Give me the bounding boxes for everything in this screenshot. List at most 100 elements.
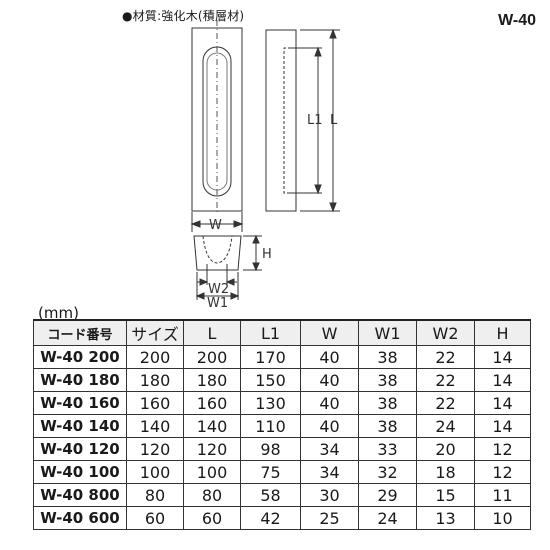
cell-code: W-40 160	[33, 391, 127, 415]
cell-W1: 38	[358, 414, 417, 438]
dimension-L1	[288, 46, 322, 195]
header-W: W	[300, 319, 359, 346]
cell-W1: 32	[358, 460, 417, 484]
header-L1: L1	[240, 319, 301, 346]
cell-H: 14	[474, 345, 531, 369]
cell-size: 60	[126, 506, 184, 530]
cell-W: 40	[300, 391, 359, 415]
cell-W: 30	[300, 483, 359, 507]
cell-L: 120	[183, 437, 241, 461]
dim-label-L: L	[330, 113, 338, 128]
cell-L1: 98	[240, 437, 301, 461]
cell-L1: 75	[240, 460, 301, 484]
dim-label-W1: W1	[207, 296, 229, 311]
cell-W: 34	[300, 460, 359, 484]
header-W2: W2	[416, 319, 475, 346]
cell-code: W-40 200	[33, 345, 127, 369]
cell-H: 12	[474, 460, 531, 484]
cell-size: 180	[126, 368, 184, 392]
cell-size: 80	[126, 483, 184, 507]
cell-L: 80	[183, 483, 241, 507]
dim-label-L1: L1	[307, 113, 323, 128]
cell-L1: 58	[240, 483, 301, 507]
header-L: L	[183, 319, 241, 346]
section-view	[193, 235, 242, 271]
cell-W2: 15	[416, 483, 475, 507]
front-view	[191, 20, 243, 215]
material-label: ●材質:強化木(積層材)	[122, 9, 245, 23]
dim-label-H: H	[262, 247, 272, 262]
cell-H: 10	[474, 506, 531, 530]
cell-L1: 42	[240, 506, 301, 530]
cell-W: 40	[300, 368, 359, 392]
cell-code: W-40 800	[33, 483, 127, 507]
cell-W: 25	[300, 506, 359, 530]
cell-H: 12	[474, 437, 531, 461]
header-code: コード番号	[33, 319, 127, 346]
cell-W2: 22	[416, 345, 475, 369]
cell-L: 100	[183, 460, 241, 484]
cell-L1: 170	[240, 345, 301, 369]
cell-W1: 24	[358, 506, 417, 530]
cell-W: 40	[300, 414, 359, 438]
cell-W1: 38	[358, 368, 417, 392]
cell-L: 140	[183, 414, 241, 438]
cell-size: 120	[126, 437, 184, 461]
model-title: W-40	[498, 12, 536, 29]
cell-W1: 29	[358, 483, 417, 507]
cell-H: 14	[474, 368, 531, 392]
table-header-row: コード番号 サイズ L L1 W W1 W2 H	[33, 319, 531, 346]
cell-W: 34	[300, 437, 359, 461]
cell-W2: 22	[416, 391, 475, 415]
cell-W2: 13	[416, 506, 475, 530]
cell-L: 160	[183, 391, 241, 415]
cell-L1: 110	[240, 414, 301, 438]
dim-label-W2: W2	[208, 282, 229, 297]
cell-size: 100	[126, 460, 184, 484]
unit-label: (mm)	[38, 304, 79, 322]
dim-label-W: W	[209, 218, 222, 233]
cell-H: 14	[474, 391, 531, 415]
cell-W2: 22	[416, 368, 475, 392]
dimension-L	[300, 28, 340, 213]
cell-code: W-40 140	[33, 414, 127, 438]
cell-code: W-40 600	[33, 506, 127, 530]
cell-H: 14	[474, 414, 531, 438]
cell-size: 200	[126, 345, 184, 369]
cell-L1: 130	[240, 391, 301, 415]
dimension-H	[243, 234, 262, 272]
technical-drawing: L1 L W H W2	[190, 20, 340, 300]
cell-W1: 38	[358, 391, 417, 415]
cell-L: 180	[183, 368, 241, 392]
cell-W2: 18	[416, 460, 475, 484]
header-H: H	[474, 319, 531, 346]
cell-code: W-40 120	[33, 437, 127, 461]
dimension-W1	[195, 272, 240, 300]
cell-code: W-40 180	[33, 368, 127, 392]
cell-W: 40	[300, 345, 359, 369]
cell-W2: 20	[416, 437, 475, 461]
cell-W2: 24	[416, 414, 475, 438]
cell-W1: 38	[358, 345, 417, 369]
side-view	[265, 29, 297, 212]
header-size: サイズ	[126, 319, 184, 346]
cell-size: 140	[126, 414, 184, 438]
cell-H: 11	[474, 483, 531, 507]
dimension-W	[190, 212, 244, 232]
cell-L: 60	[183, 506, 241, 530]
cell-code: W-40 100	[33, 460, 127, 484]
cell-size: 160	[126, 391, 184, 415]
cell-L: 200	[183, 345, 241, 369]
dimension-W2	[197, 264, 237, 286]
cell-L1: 150	[240, 368, 301, 392]
cell-W1: 33	[358, 437, 417, 461]
